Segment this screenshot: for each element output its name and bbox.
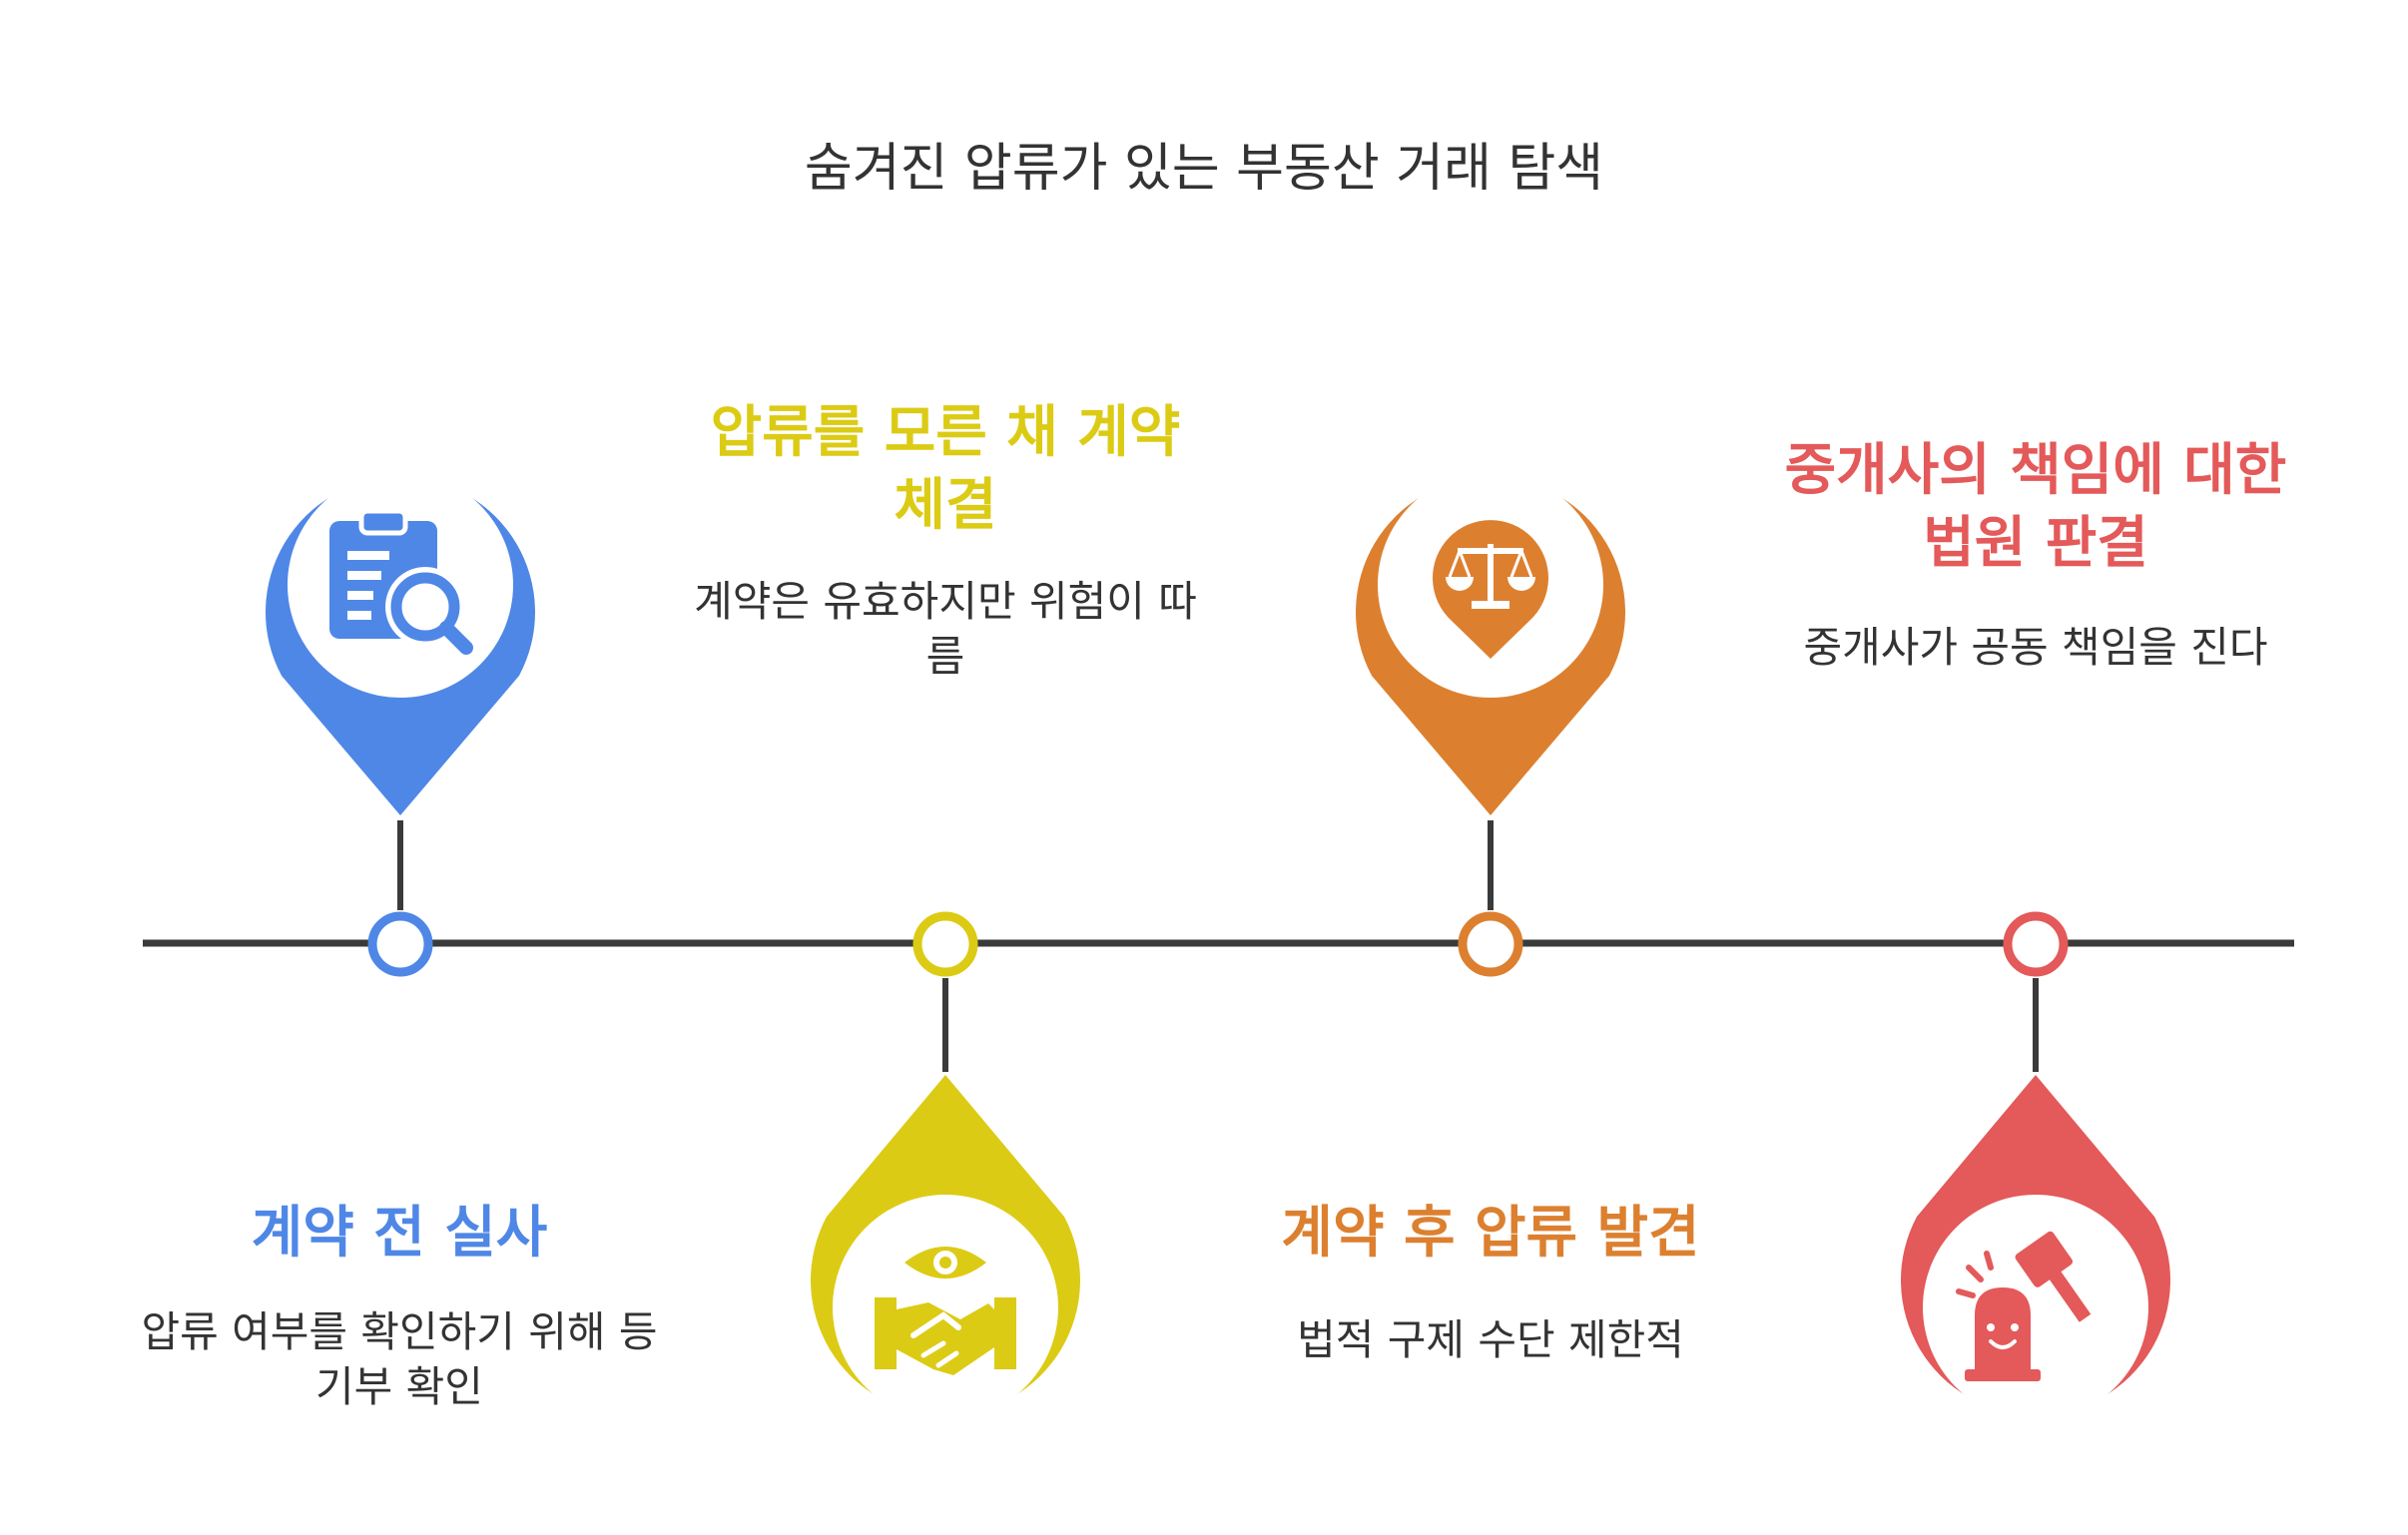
pin-3: [1356, 472, 1625, 815]
gavel-icon: [1956, 1231, 2092, 1381]
scales-icon: [1432, 520, 1548, 659]
pin-1: [266, 472, 535, 815]
pin-2: [810, 1075, 1080, 1420]
pin-4: [1901, 1075, 2170, 1420]
node-3: [1458, 911, 1523, 977]
step-2-heading: 압류를 모른 채 계약 체결: [710, 400, 1181, 538]
page-title: 숨겨진 압류가 있는 부동산 거래 탐색: [804, 139, 1604, 199]
node-4: [2003, 911, 2069, 977]
step-1-heading: 계약 전 실사: [251, 1201, 548, 1266]
document-search-icon: [329, 508, 473, 655]
step-1-description: 압류 여부를 확인하기 위해 등기부 확인: [141, 1307, 658, 1411]
node-2: [912, 911, 978, 977]
node-1: [367, 911, 433, 977]
step-4-description: 중개사가 공동 책임을 진다: [1803, 623, 2268, 672]
step-4-heading: 중개사의 책임에 대한 법원 판결: [1784, 438, 2287, 576]
step-3-heading: 계약 후 압류 발견: [1281, 1201, 1700, 1266]
step-3-description: 법적 구제 수단 제한적: [1297, 1315, 1684, 1364]
step-2-description: 계약은 유효하지만 위험이 따름: [694, 577, 1197, 681]
handshake-eye-icon: [875, 1247, 1016, 1375]
